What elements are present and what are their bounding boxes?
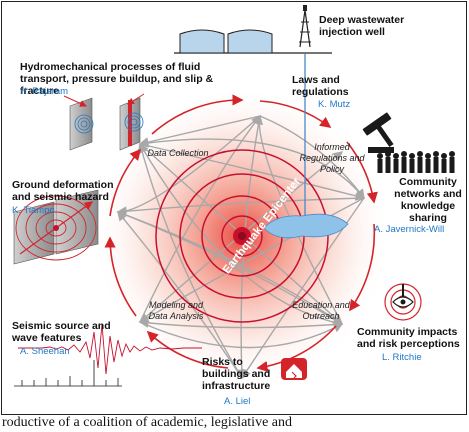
fracture-blocks-icon [63,93,145,151]
damaged-house-icon [281,358,307,380]
reservoir-shape [263,213,349,239]
fault-block-icon [13,189,99,265]
node-community-title: Community networks and knowledge sharing [394,176,462,224]
node-community-author: A. Javernick-Will [374,224,445,235]
node-hydro-title: Hydromechanical processes of fluid trans… [20,61,214,97]
node-ground-title: Ground deformation and seismic hazard [12,179,114,203]
node-seismic-title: Seismic source and wave features [12,320,111,344]
quadrant-education: Education and Outreach [292,300,350,321]
quadrant-data-collection: Data Collection [147,148,209,158]
node-laws-author: K. Mutz [318,99,351,110]
node-risks-author: A. Liel [224,396,251,407]
eye-target-icon [384,283,422,321]
epicenter-dot [238,232,246,240]
node-hydro-author: H. Rajaram [20,86,69,97]
quadrant-informed-regulations: Informed Regulations and Policy [299,142,365,174]
outer-cycle-ring [104,94,378,373]
people-icon [377,151,455,173]
injection-well-icon [174,5,332,220]
quadrant-modeling: Modeling and Data Analysis [148,300,204,321]
node-laws-title: Laws and regulations [292,74,349,98]
figure-caption: roductive of a coalition of academic, le… [2,415,292,430]
node-seismic-author: A. Sheehan [20,346,70,357]
node-ground-author: K. Tiampo [12,205,55,216]
node-impacts-title: Community impacts and risk perceptions [357,326,460,350]
node-risks-title: Risks to buildings and infrastructure [202,356,271,392]
seismogram-icon [14,323,202,387]
node-impacts-author: L. Ritchie [382,352,422,363]
node-injection-title: Deep wastewater injection well [319,14,405,38]
diagram-frame: Earthquake Epicenter Data Collection Inf… [1,1,467,415]
epicenter-diagram [13,5,455,387]
gavel-icon [362,112,394,153]
